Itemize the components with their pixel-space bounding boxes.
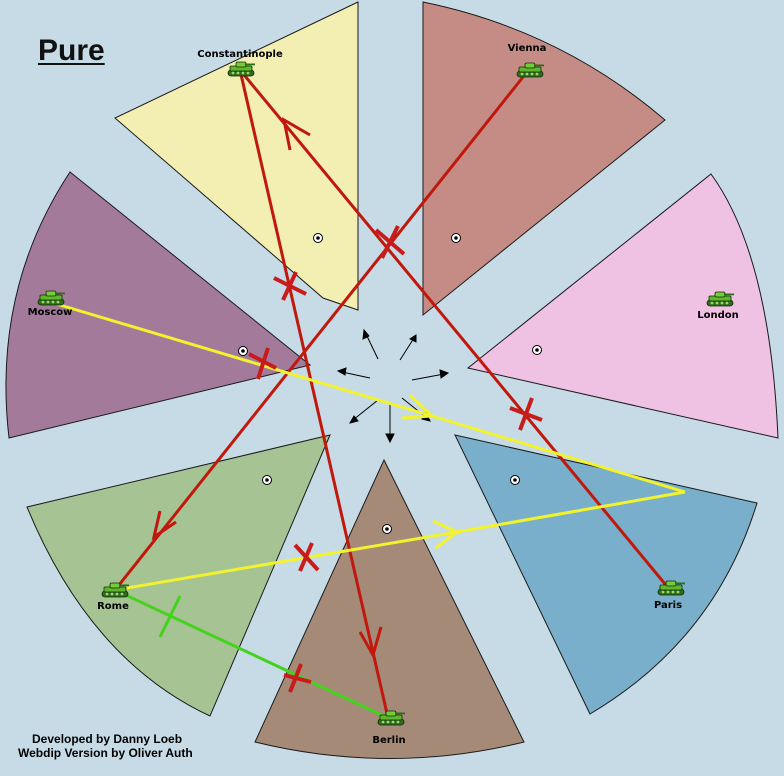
label-constantinople: Constantinople [197,49,283,60]
territory-berlin[interactable] [254,458,525,759]
failed-mark-icon [273,271,307,301]
failed-mark-icon [283,663,312,693]
arrow-icon [385,402,395,444]
territory-london[interactable] [466,173,779,439]
arrow-icon [399,334,417,361]
label-berlin: Berlin [372,735,406,746]
supply-center-icon [238,346,248,356]
label-paris: Paris [653,600,683,611]
order-hold-mark [158,595,182,638]
order-constantinople-berlin [238,69,390,719]
supply-center-icon [262,475,272,485]
orders-layer [49,69,686,720]
order-arrowhead [401,393,436,420]
credit-webdip: Webdip Version by Oliver Auth [18,746,193,760]
tank-icon[interactable] [516,62,544,78]
supply-center-icon [382,524,392,534]
territory-constantinople[interactable] [114,1,359,311]
arrow-icon [362,328,379,360]
label-rome: Rome [97,601,129,612]
tank-icon[interactable] [101,582,129,598]
tank-icon[interactable] [657,580,685,596]
territory-vienna[interactable] [422,1,666,317]
credits: Developed by Danny Loeb Webdip Version b… [18,732,193,760]
credit-developer: Developed by Danny Loeb [32,732,183,746]
supply-centers [238,233,542,534]
order-arrowhead [151,510,177,541]
supply-center-icon [532,345,542,355]
tank-icon[interactable] [227,61,255,77]
order-berlin-rome [114,588,389,720]
label-moscow: Moscow [27,307,73,318]
tank-icon[interactable] [706,291,734,307]
order-paris-constantinople [238,69,672,591]
failed-mark-icon [293,542,320,572]
label-london: London [697,310,739,321]
order-vienna-rome [113,71,529,591]
arrow-icon [348,399,379,424]
tank-icon[interactable] [37,290,65,306]
arrow-icon [336,367,371,379]
order-arrowhead [432,519,460,550]
territory-rome[interactable] [26,434,331,717]
order-arrowhead [358,626,383,659]
failed-mark-icon [248,347,277,380]
supply-center-icon [451,233,461,243]
map-title: Pure [38,34,105,67]
tank-icon[interactable] [377,710,405,726]
territory-paris[interactable] [454,434,758,715]
supply-center-icon [313,233,323,243]
arrow-icon [411,369,450,381]
supply-center-icon [510,475,520,485]
order-arrowhead [281,117,311,151]
territory-moscow[interactable] [5,171,312,439]
units-layer [37,61,734,726]
failed-mark-icon [374,225,406,259]
failed-mark-icon [509,397,543,431]
label-vienna: Vienna [507,43,547,54]
